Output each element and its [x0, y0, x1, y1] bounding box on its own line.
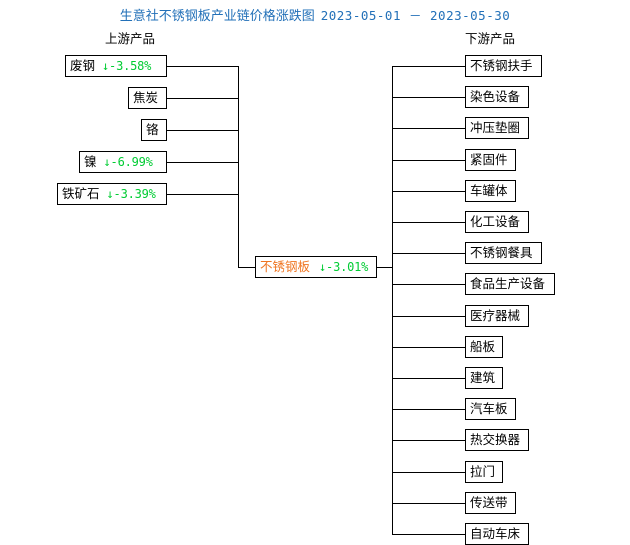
- downstream-connector-15: [392, 503, 465, 504]
- downstream-connector-4: [392, 160, 465, 161]
- downstream-connector-13: [392, 440, 465, 441]
- upstream-connector-5: [167, 194, 238, 195]
- downstream-node-8-label: 食品生产设备: [470, 276, 546, 291]
- upstream-node-4-change-value: ↓-6.99%: [103, 155, 153, 169]
- center-node-change-value: ↓-3.01%: [319, 260, 369, 274]
- downstream-node-13[interactable]: 热交换器: [465, 429, 529, 451]
- downstream-node-15-label: 传送带: [470, 495, 508, 510]
- downstream-connector-6: [392, 222, 465, 223]
- downstream-connector-10: [392, 347, 465, 348]
- upstream-trunk: [238, 66, 239, 267]
- downstream-node-11[interactable]: 建筑: [465, 367, 503, 389]
- upstream-node-4-label: 镍: [84, 154, 97, 169]
- downstream-node-12-label: 汽车板: [470, 401, 508, 416]
- downstream-node-1-label: 不锈钢扶手: [470, 58, 533, 73]
- downstream-node-5-label: 车罐体: [470, 183, 508, 198]
- downstream-connector-7: [392, 253, 465, 254]
- downstream-node-10[interactable]: 船板: [465, 336, 503, 358]
- downstream-node-10-label: 船板: [470, 339, 496, 354]
- downstream-node-6-label: 化工设备: [470, 214, 521, 229]
- upstream-node-1[interactable]: 废钢 ↓-3.58%: [65, 55, 167, 77]
- downstream-column-header: 下游产品: [465, 31, 516, 46]
- title-date-range: 2023-05-01 － 2023-05-30: [320, 8, 511, 23]
- downstream-connector-3: [392, 128, 465, 129]
- downstream-connector-8: [392, 284, 465, 285]
- upstream-node-1-change-value: ↓-3.58%: [102, 59, 152, 73]
- downstream-node-1[interactable]: 不锈钢扶手: [465, 55, 542, 77]
- upstream-node-3[interactable]: 铬: [141, 119, 167, 141]
- upstream-node-2-label: 焦炭: [133, 90, 159, 105]
- downstream-connector-2: [392, 97, 465, 98]
- page-title: 生意社不锈钢板产业链价格涨跌图 2023-05-01 － 2023-05-30: [0, 5, 630, 24]
- upstream-node-1-label: 废钢: [70, 58, 96, 73]
- downstream-node-7-label: 不锈钢餐具: [470, 245, 533, 260]
- downstream-node-7[interactable]: 不锈钢餐具: [465, 242, 542, 264]
- upstream-connector-2: [167, 98, 238, 99]
- center-to-downstream-trunk: [377, 267, 392, 268]
- downstream-node-14-label: 拉门: [470, 464, 496, 479]
- downstream-node-16-label: 自动车床: [470, 526, 521, 541]
- downstream-node-2-label: 染色设备: [470, 89, 521, 104]
- upstream-column-header: 上游产品: [105, 31, 156, 46]
- downstream-trunk: [392, 66, 393, 534]
- downstream-node-2[interactable]: 染色设备: [465, 86, 529, 108]
- downstream-node-8[interactable]: 食品生产设备: [465, 273, 555, 295]
- upstream-connector-3: [167, 130, 238, 131]
- upstream-node-3-label: 铬: [146, 122, 159, 137]
- upstream-node-4[interactable]: 镍 ↓-6.99%: [79, 151, 167, 173]
- downstream-node-9[interactable]: 医疗器械: [465, 305, 529, 327]
- upstream-trunk-to-center: [238, 267, 255, 268]
- upstream-connector-1: [167, 66, 238, 67]
- title-main: 生意社不锈钢板产业链价格涨跌图: [119, 9, 315, 24]
- upstream-node-5-change-value: ↓-3.39%: [106, 187, 156, 201]
- downstream-node-5[interactable]: 车罐体: [465, 180, 516, 202]
- upstream-node-5[interactable]: 铁矿石 ↓-3.39%: [57, 183, 167, 205]
- downstream-connector-14: [392, 472, 465, 473]
- downstream-node-6[interactable]: 化工设备: [465, 211, 529, 233]
- center-node-label: 不锈钢板: [260, 259, 311, 274]
- downstream-node-14[interactable]: 拉门: [465, 461, 503, 483]
- downstream-node-4[interactable]: 紧固件: [465, 149, 516, 171]
- downstream-connector-9: [392, 316, 465, 317]
- downstream-node-3-label: 冲压垫圈: [470, 120, 521, 135]
- downstream-node-11-label: 建筑: [470, 370, 496, 385]
- upstream-node-2[interactable]: 焦炭: [128, 87, 167, 109]
- downstream-node-16[interactable]: 自动车床: [465, 523, 529, 545]
- center-node[interactable]: 不锈钢板 ↓-3.01%: [255, 256, 377, 278]
- downstream-node-4-label: 紧固件: [470, 152, 508, 167]
- downstream-node-12[interactable]: 汽车板: [465, 398, 516, 420]
- downstream-connector-11: [392, 378, 465, 379]
- downstream-node-9-label: 医疗器械: [470, 308, 521, 323]
- downstream-node-15[interactable]: 传送带: [465, 492, 516, 514]
- downstream-node-3[interactable]: 冲压垫圈: [465, 117, 529, 139]
- downstream-connector-5: [392, 191, 465, 192]
- upstream-node-5-label: 铁矿石: [62, 186, 100, 201]
- downstream-connector-12: [392, 409, 465, 410]
- downstream-node-13-label: 热交换器: [470, 432, 521, 447]
- upstream-connector-4: [167, 162, 238, 163]
- downstream-connector-1: [392, 66, 465, 67]
